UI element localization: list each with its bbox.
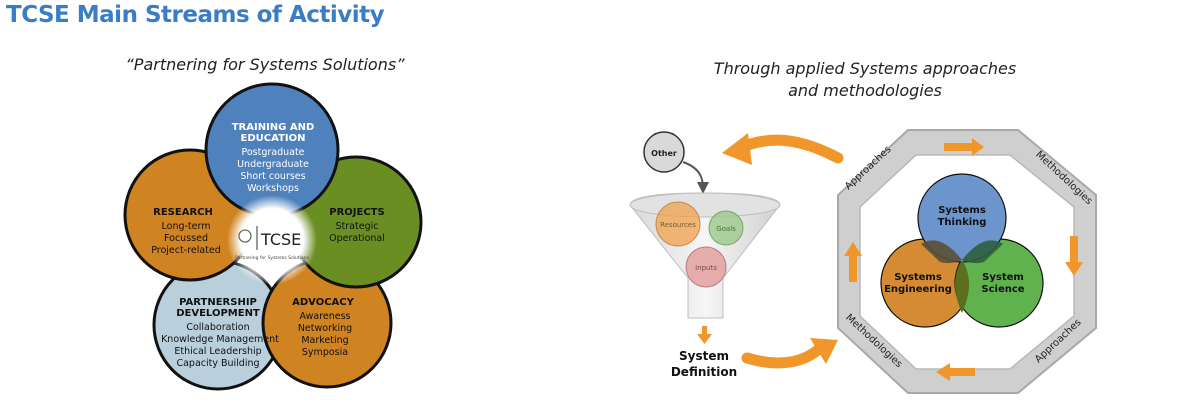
resources-label: Resources <box>660 221 696 229</box>
partnership-item: Knowledge Management <box>161 334 279 345</box>
cycle-arrow-right-icon <box>944 138 984 156</box>
venn-overlap-thinking-engineering <box>921 240 962 264</box>
partnership-item: Capacity Building <box>176 358 259 369</box>
arrow-head-icon <box>722 133 752 165</box>
research-heading: RESEARCH <box>153 207 213 218</box>
cycle-arrow-down-icon <box>1065 236 1083 276</box>
funnel-rim <box>629 192 781 218</box>
input-funnel: Other Resources Goals Inputs System Defi… <box>629 131 844 379</box>
right-subtitle-line1: Through applied Systems approaches <box>713 59 1017 78</box>
advocacy-item: Marketing <box>301 335 348 346</box>
venn-engineering-line2: Engineering <box>884 284 952 295</box>
venn-science-line1: System <box>982 272 1024 283</box>
feedback-arrow-top <box>734 134 844 164</box>
partnership-item: Collaboration <box>186 322 249 333</box>
logo-emblem-icon <box>238 229 252 243</box>
venn-thinking-line2: Thinking <box>938 217 987 228</box>
other-arrow <box>682 161 709 194</box>
goals-circle <box>708 210 744 246</box>
projects-item: Operational <box>329 233 385 244</box>
training-heading-2: EDUCATION <box>241 133 306 144</box>
projects-heading: PROJECTS <box>329 207 384 218</box>
arrow-head-icon <box>810 338 838 364</box>
resources-circle <box>655 201 701 247</box>
cycle-arrow-up-icon <box>844 242 862 282</box>
inputs-label: Inputs <box>695 264 717 272</box>
venn-overlap-engineering-science <box>955 260 969 313</box>
center-logo-glow <box>227 195 317 285</box>
other-label: Other <box>651 149 677 158</box>
training-item: Short courses <box>240 171 305 182</box>
right-subtitle: Through applied Systems approaches and m… <box>700 58 1030 102</box>
training-item: Undergraduate <box>237 159 309 170</box>
page-title: TCSE Main Streams of Activity <box>6 2 385 28</box>
tcse-logo: TCSE Partnering for Systems Solutions <box>235 226 309 261</box>
research-item: Focussed <box>164 233 208 244</box>
methods-octagon: Approaches Methodologies Methodologies A… <box>837 129 1097 394</box>
cycle-arrow-left-icon <box>936 363 975 381</box>
logo-tagline: Partnering for Systems Solutions <box>235 255 309 261</box>
venn-thinking-line1: Systems <box>938 205 986 216</box>
other-circle <box>643 131 685 173</box>
advocacy-item: Awareness <box>299 311 350 322</box>
right-subtitle-line2: and methodologies <box>788 81 942 100</box>
advocacy-item: Networking <box>298 323 352 334</box>
training-heading-1: TRAINING AND <box>232 122 315 133</box>
partnership-heading-2: DEVELOPMENT <box>176 308 260 319</box>
advocacy-item: Symposia <box>302 347 348 358</box>
goals-label: Goals <box>716 225 736 233</box>
advocacy-heading: ADVOCACY <box>292 297 355 308</box>
output-arrow-shaft <box>702 326 707 335</box>
training-item: Workshops <box>247 183 299 194</box>
logo-wordmark: TCSE <box>260 230 301 249</box>
inputs-circle <box>685 246 727 288</box>
projects-item: Strategic <box>336 221 379 232</box>
training-item: Postgraduate <box>241 147 304 158</box>
system-definition-line2: Definition <box>671 365 737 379</box>
partnership-item: Ethical Leadership <box>174 346 261 357</box>
research-item: Project-related <box>151 245 221 256</box>
feed-arrow-bottom <box>741 342 826 369</box>
venn-overlap-thinking-science <box>962 240 1003 264</box>
research-item: Long-term <box>162 221 211 232</box>
venn-science-line2: Science <box>981 284 1024 295</box>
left-subtitle: “Partnering for Systems Solutions” <box>125 55 405 74</box>
system-definition-line1: System <box>679 349 729 363</box>
venn-engineering-line1: Systems <box>894 272 942 283</box>
partnership-heading-1: PARTNERSHIP <box>179 297 257 308</box>
output-arrow-icon <box>697 334 712 344</box>
activity-flower: TCSE Partnering for Systems Solutions TR… <box>123 82 423 391</box>
